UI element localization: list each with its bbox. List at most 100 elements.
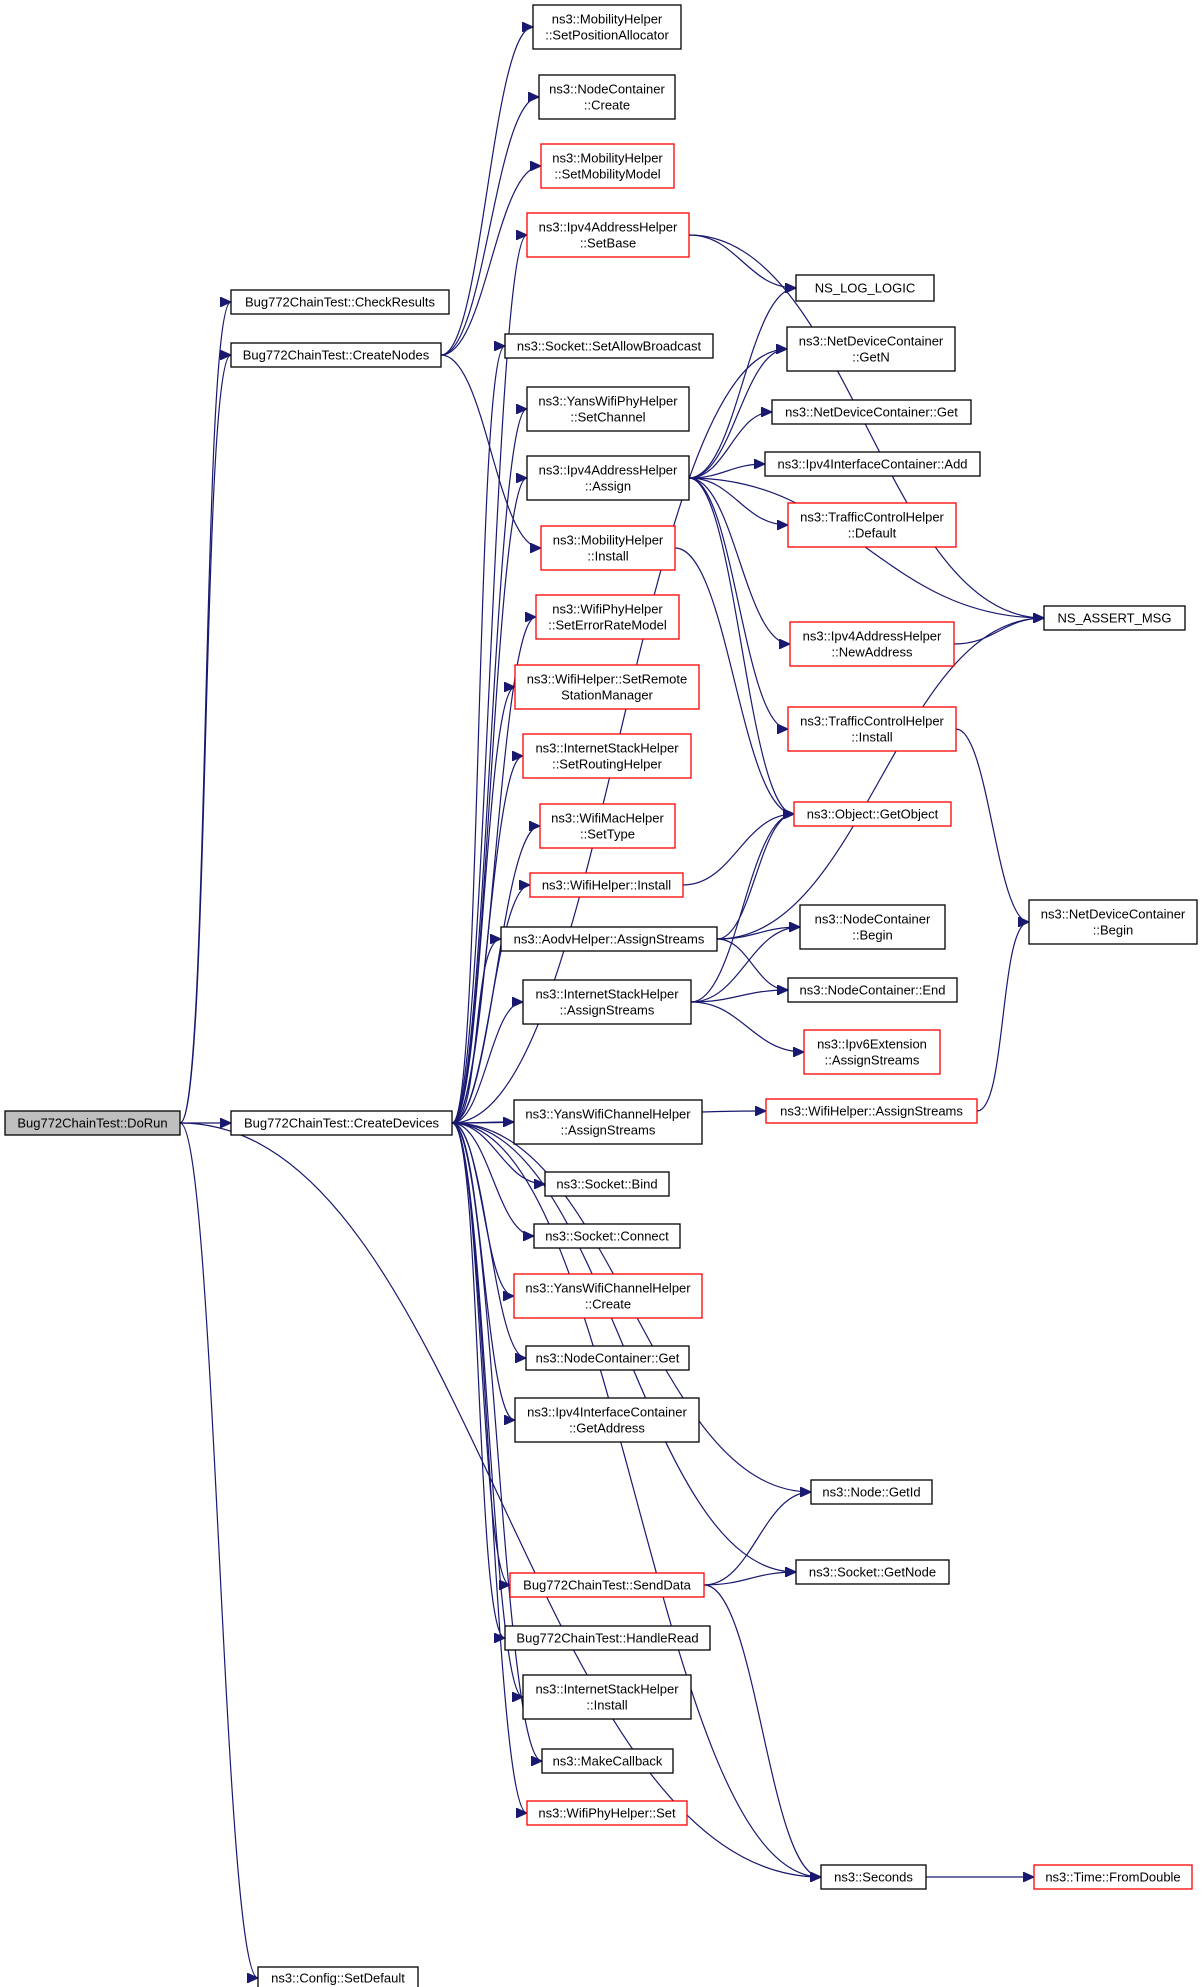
- node-mob_setmodel[interactable]: ns3::MobilityHelper::SetMobilityModel: [540, 143, 675, 189]
- call-edge-aodv_assign-to-nc_end: [716, 938, 788, 990]
- node-ipv4_assign[interactable]: ns3::Ipv4AddressHelper::Assign: [526, 455, 690, 501]
- node-sock_broadcast[interactable]: ns3::Socket::SetAllowBroadcast: [504, 333, 714, 359]
- node-nc_end[interactable]: ns3::NodeContainer::End: [787, 977, 958, 1003]
- node-ipv6ext_assign[interactable]: ns3::Ipv6Extension::AssignStreams: [803, 1029, 941, 1075]
- node-yans_ch_create[interactable]: ns3::YansWifiChannelHelper::Create: [513, 1273, 703, 1319]
- node-senddata[interactable]: Bug772ChainTest::SendData: [509, 1572, 705, 1598]
- call-edge-mob_install-to-obj_getobject: [674, 547, 794, 814]
- node-ipv4_setbase[interactable]: ns3::Ipv4AddressHelper::SetBase: [526, 212, 690, 258]
- node-box: [1028, 899, 1198, 945]
- node-ndc_begin[interactable]: ns3::NetDeviceContainer::Begin: [1028, 899, 1198, 945]
- node-handleread[interactable]: Bug772ChainTest::HandleRead: [504, 1625, 711, 1651]
- node-aodv_assign[interactable]: ns3::AodvHelper::AssignStreams: [500, 926, 718, 952]
- node-yans_ch_assign[interactable]: ns3::YansWifiChannelHelper::AssignStream…: [513, 1099, 703, 1145]
- node-time_fromdouble[interactable]: ns3::Time::FromDouble: [1033, 1864, 1193, 1890]
- node-label: ns3::AodvHelper::AssignStreams: [514, 932, 705, 947]
- node-box: [504, 1625, 711, 1651]
- node-label: NS_ASSERT_MSG: [1058, 611, 1172, 626]
- node-label: ns3::MobilityHelper: [553, 533, 664, 548]
- node-node_getid[interactable]: ns3::Node::GetId: [810, 1479, 933, 1505]
- call-edge-dorun-to-checkresults: [179, 302, 231, 1124]
- node-sock_getnode[interactable]: ns3::Socket::GetNode: [795, 1559, 950, 1585]
- node-wifiphy_set[interactable]: ns3::WifiPhyHelper::Set: [526, 1800, 688, 1826]
- node-box: [514, 1397, 700, 1443]
- node-ipv4ic_add[interactable]: ns3::Ipv4InterfaceContainer::Add: [764, 451, 981, 477]
- node-ipv4ic_getaddr[interactable]: ns3::Ipv4InterfaceContainer::GetAddress: [514, 1397, 700, 1443]
- call-edge-dorun-to-createnodes: [179, 355, 231, 1124]
- node-box: [799, 904, 946, 950]
- node-box: [504, 333, 714, 359]
- node-label: ns3::InternetStackHelper: [535, 987, 679, 1002]
- node-label: ::SetBase: [580, 236, 636, 251]
- call-edge-ipv4_assign-to-ns_assert_msg: [688, 477, 1044, 618]
- node-seconds[interactable]: ns3::Seconds: [820, 1864, 927, 1890]
- node-label: ::Install: [586, 1698, 627, 1713]
- node-wifi_assign[interactable]: ns3::WifiHelper::AssignStreams: [765, 1098, 978, 1124]
- node-label: ns3::YansWifiChannelHelper: [525, 1281, 691, 1296]
- node-box: [522, 733, 692, 779]
- call-edge-createdevices-to-ish_setrouting: [451, 756, 523, 1124]
- node-sock_bind[interactable]: ns3::Socket::Bind: [544, 1171, 670, 1197]
- node-box: [1043, 605, 1186, 631]
- call-edge-createdevices-to-sock_bind: [451, 1122, 545, 1184]
- node-makecallback[interactable]: ns3::MakeCallback: [541, 1748, 674, 1774]
- node-ish_assign[interactable]: ns3::InternetStackHelper::AssignStreams: [522, 979, 692, 1025]
- node-wifi_install[interactable]: ns3::WifiHelper::Install: [529, 872, 684, 898]
- node-ndc_getn[interactable]: ns3::NetDeviceContainer::GetN: [786, 326, 956, 372]
- call-edge-ipv4_assign-to-tch_default: [688, 477, 788, 525]
- node-nc_begin[interactable]: ns3::NodeContainer::Begin: [799, 904, 946, 950]
- node-label: ns3::Socket::Bind: [556, 1177, 657, 1192]
- node-ish_install[interactable]: ns3::InternetStackHelper::Install: [522, 1674, 692, 1720]
- call-edge-createdevices-to-seconds: [451, 1122, 821, 1877]
- node-label: ns3::NetDeviceContainer: [1041, 907, 1186, 922]
- node-label: ::Install: [851, 730, 892, 745]
- node-box: [230, 289, 450, 315]
- node-wifimac_settype[interactable]: ns3::WifiMacHelper::SetType: [539, 803, 676, 849]
- node-ipv4_newaddr[interactable]: ns3::Ipv4AddressHelper::NewAddress: [789, 621, 955, 667]
- node-createdevices[interactable]: Bug772ChainTest::CreateDevices: [230, 1110, 453, 1136]
- node-ish_setrouting[interactable]: ns3::InternetStackHelper::SetRoutingHelp…: [522, 733, 692, 779]
- node-nc_create[interactable]: ns3::NodeContainer::Create: [538, 74, 676, 120]
- node-createnodes[interactable]: Bug772ChainTest::CreateNodes: [230, 342, 442, 368]
- node-ns_log_logic[interactable]: NS_LOG_LOGIC: [795, 274, 935, 302]
- node-label: ::Begin: [1093, 923, 1133, 938]
- node-obj_getobject[interactable]: ns3::Object::GetObject: [793, 801, 952, 827]
- node-box: [787, 977, 958, 1003]
- node-ns_assert_msg[interactable]: NS_ASSERT_MSG: [1043, 605, 1186, 631]
- call-edge-ish_assign-to-obj_getobject: [690, 814, 794, 1003]
- call-edge-ipv4_assign-to-ipv4_newaddr: [688, 477, 790, 644]
- node-label: ::AssignStreams: [561, 1123, 656, 1138]
- node-label: StationManager: [561, 688, 653, 703]
- node-box: [526, 386, 690, 432]
- call-edge-ipv4_assign-to-obj_getobject: [688, 477, 794, 814]
- node-wifiphy_seterr[interactable]: ns3::WifiPhyHelper::SetErrorRateModel: [535, 594, 680, 640]
- node-label: NS_LOG_LOGIC: [815, 281, 915, 296]
- node-label: ns3::Ipv4AddressHelper: [803, 629, 942, 644]
- node-configsetdefault[interactable]: ns3::Config::SetDefault: [257, 1966, 419, 1987]
- node-label: ns3::NetDeviceContainer: [799, 334, 944, 349]
- node-box: [529, 872, 684, 898]
- call-edge-ipv4_assign-to-ndc_getn: [688, 349, 787, 479]
- node-box: [509, 1572, 705, 1598]
- node-checkresults[interactable]: Bug772ChainTest::CheckResults: [230, 289, 450, 315]
- node-label: ::SetChannel: [570, 410, 645, 425]
- node-mob_setpos[interactable]: ns3::MobilityHelper::SetPositionAllocato…: [532, 4, 682, 50]
- call-edge-createdevices-to-senddata: [451, 1122, 510, 1585]
- node-tch_default[interactable]: ns3::TrafficControlHelper::Default: [787, 502, 957, 548]
- node-label: ns3::Time::FromDouble: [1045, 1870, 1180, 1885]
- node-ndc_get[interactable]: ns3::NetDeviceContainer::Get: [771, 399, 972, 425]
- node-nc_get[interactable]: ns3::NodeContainer::Get: [525, 1345, 690, 1371]
- node-yans_phy_setchannel[interactable]: ns3::YansWifiPhyHelper::SetChannel: [526, 386, 690, 432]
- node-label: ns3::Ipv4AddressHelper: [539, 220, 678, 235]
- node-sock_connect[interactable]: ns3::Socket::Connect: [533, 1223, 681, 1249]
- node-tch_install[interactable]: ns3::TrafficControlHelper::Install: [787, 706, 957, 752]
- node-label: Bug772ChainTest::DoRun: [17, 1116, 167, 1131]
- node-mob_install[interactable]: ns3::MobilityHelper::Install: [540, 525, 676, 571]
- call-edge-createdevices-to-nc_get: [451, 1122, 526, 1358]
- call-edge-aodv_assign-to-ns_assert_msg: [716, 618, 1044, 940]
- call-edge-ipv4_assign-to-tch_install: [688, 477, 788, 729]
- node-label: ns3::WifiPhyHelper: [552, 602, 663, 617]
- call-edge-createnodes-to-mob_setmodel: [440, 166, 541, 356]
- node-label: ::Install: [587, 549, 628, 564]
